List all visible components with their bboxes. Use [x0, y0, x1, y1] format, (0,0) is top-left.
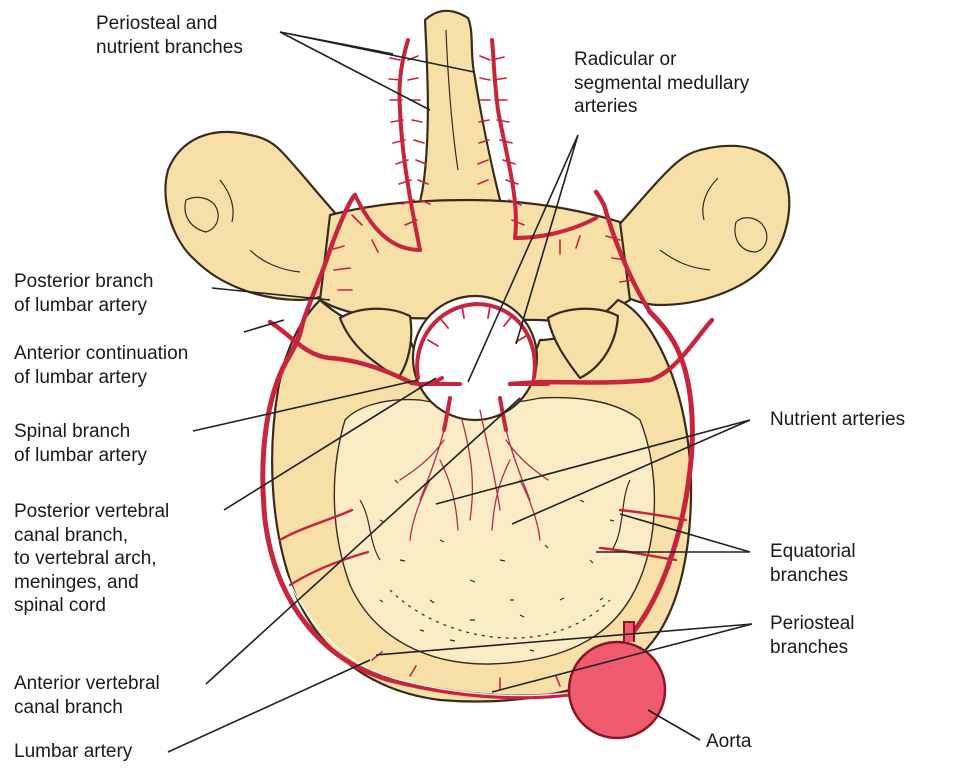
label-line: canal branch — [14, 696, 160, 720]
label-line: Periosteal — [770, 612, 855, 636]
label-line: canal branch, — [14, 524, 169, 548]
label-line: branches — [770, 564, 856, 588]
label-line: Nutrient arteries — [770, 408, 905, 432]
label-line: Periosteal and — [96, 12, 243, 36]
body-inner-outline — [334, 398, 654, 664]
label-line: segmental medullary — [574, 72, 749, 96]
label-equatorial-branches: Equatorial branches — [770, 540, 856, 587]
spinal-canal — [413, 296, 537, 420]
label-line: nutrient branches — [96, 36, 243, 60]
label-aorta: Aorta — [706, 730, 751, 754]
label-lumbar-artery: Lumbar artery — [14, 740, 132, 764]
label-line: to vertebral arch, — [14, 547, 169, 571]
label-posterior-vertebral-canal-branch: Posterior vertebral canal branch, to ver… — [14, 500, 169, 618]
label-line: Lumbar artery — [14, 740, 132, 764]
label-line: meninges, and — [14, 571, 169, 595]
label-posterior-branch: Posterior branch of lumbar artery — [14, 270, 153, 317]
label-line: Anterior continuation — [14, 342, 188, 366]
label-radicular-arteries: Radicular or segmental medullary arterie… — [574, 48, 749, 119]
label-line: Posterior branch — [14, 270, 153, 294]
label-periosteal-branches: Periosteal branches — [770, 612, 855, 659]
label-spinal-branch: Spinal branch of lumbar artery — [14, 420, 147, 467]
label-line: Radicular or — [574, 48, 749, 72]
label-line: Equatorial — [770, 540, 856, 564]
label-line: branches — [770, 636, 855, 660]
label-anterior-continuation: Anterior continuation of lumbar artery — [14, 342, 188, 389]
label-line: of lumbar artery — [14, 444, 147, 468]
label-line: spinal cord — [14, 594, 169, 618]
label-line: Anterior vertebral — [14, 672, 160, 696]
label-line: of lumbar artery — [14, 366, 188, 390]
label-line: Posterior vertebral — [14, 500, 169, 524]
label-line: arteries — [574, 95, 749, 119]
label-anterior-vertebral-canal-branch: Anterior vertebral canal branch — [14, 672, 160, 719]
label-line: Spinal branch — [14, 420, 147, 444]
label-line: of lumbar artery — [14, 294, 153, 318]
label-nutrient-arteries: Nutrient arteries — [770, 408, 905, 432]
label-periosteal-nutrient-branches: Periosteal and nutrient branches — [96, 12, 243, 59]
label-line: Aorta — [706, 730, 751, 754]
